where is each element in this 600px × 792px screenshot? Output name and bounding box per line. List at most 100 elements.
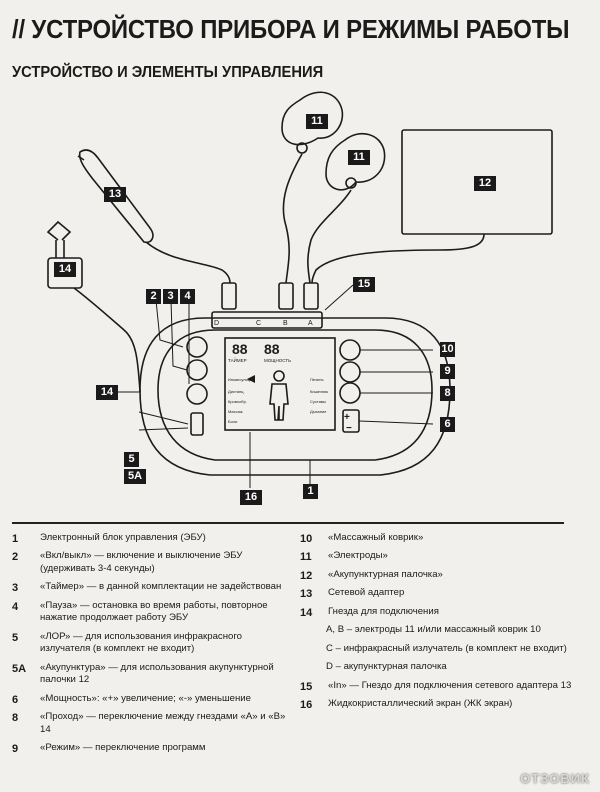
- legend-number: 8: [12, 712, 19, 725]
- callout-14: 15: [353, 277, 375, 292]
- callout-11-upper: 11: [306, 114, 328, 129]
- legend-text: «Таймер» — в данной комплектации не заде…: [40, 581, 282, 593]
- legend-text: «Вкл/выкл» — включение и выключение ЭБУ …: [40, 550, 243, 574]
- socket-label-b: B: [283, 320, 288, 327]
- acupuncture-stick: [78, 149, 154, 244]
- legend-item: 8«Проход» — переключение между гнездами …: [12, 711, 292, 736]
- callout-5: 5: [124, 452, 139, 467]
- legend-number: 3: [12, 582, 19, 595]
- legend-item: 15 «In» — Гнездо для подключения сетевого…: [300, 679, 575, 693]
- legend-number: 16: [300, 699, 313, 712]
- legend-number: 12: [300, 569, 313, 582]
- callout-5a: 5A: [124, 469, 146, 484]
- callout-10: 12: [474, 176, 496, 191]
- legend-number: 5: [12, 631, 19, 644]
- legend-item: 11«Электроды»: [300, 550, 575, 564]
- svg-text:Кровообр.: Кровообр.: [228, 399, 247, 404]
- svg-text:Суставы: Суставы: [310, 399, 326, 404]
- callout-8: 9: [440, 364, 455, 379]
- legend-text: А, В – электроды 11 и/или массажный ковр…: [326, 624, 541, 636]
- legend-item: А, В – электроды 11 и/или массажный ковр…: [300, 624, 575, 636]
- power-adapter: [47, 257, 83, 289]
- pass-button: [339, 361, 361, 383]
- legend-text: Электронный блок управления (ЭБУ): [40, 532, 206, 543]
- socket-label-d: D: [214, 320, 219, 327]
- svg-text:Дыхание: Дыхание: [310, 409, 327, 414]
- legend-number: 15: [300, 680, 313, 693]
- legend-text: «Мощность»: «+» увеличение; «-» уменьшен…: [40, 692, 251, 704]
- legend-number: 6: [12, 693, 19, 706]
- callout-9: 10: [440, 342, 455, 357]
- callout-2: 2: [146, 289, 161, 304]
- legend-item: 5 «ЛОР» — для использования инфракрасного…: [12, 631, 292, 656]
- legend-item: 4«Пауза» — остановка во время работы, по…: [12, 600, 292, 625]
- callout-11-lower: 11: [348, 150, 370, 165]
- callout-4: 4: [180, 289, 195, 304]
- legend-text: Гнезда для подключения: [328, 605, 439, 617]
- section-subtitle: УСТРОЙСТВО И ЭЛЕМЕНТЫ УПРАВЛЕНИЯ: [12, 64, 324, 81]
- timer-button: [186, 359, 208, 381]
- legend-left-column: 1 Электронный блок управления (ЭБУ) 2 «Вкл/…: [12, 532, 292, 761]
- legend-number: 4: [12, 600, 19, 613]
- legend-item: 12 «Акупунктурная палочка»: [300, 568, 575, 582]
- lcd-label-power: МОЩНОСТЬ: [264, 358, 291, 363]
- legend-item: 9 «Режим» — переключение программ: [12, 742, 292, 756]
- control-unit-faceplate: [157, 329, 433, 461]
- section-divider: [12, 522, 564, 524]
- legend-number: 10: [300, 533, 313, 545]
- legend-text: «Режим» — переключение программ: [40, 742, 206, 754]
- callout-3: 3: [163, 289, 178, 304]
- callout-1: 1: [303, 484, 318, 499]
- legend-item: С – инфракрасный излучатель (в комплект …: [300, 643, 575, 655]
- massage-mat: [401, 129, 553, 235]
- legend-text: Жидкокристаллический экран (ЖК экран): [328, 698, 513, 710]
- pause-button: [186, 383, 208, 405]
- callout-13: 14: [54, 262, 76, 277]
- power-button: [186, 336, 208, 358]
- mode-button: [339, 339, 361, 361]
- socket-label-c: C: [256, 320, 261, 327]
- watermark: ОТЗОВИК: [520, 771, 590, 786]
- power-digits: 88: [264, 341, 280, 357]
- legend-item: 13 Сетевой адаптер: [300, 587, 575, 601]
- legend-item: D – акупунктурная палочка: [300, 661, 575, 673]
- callout-16: 16: [240, 490, 262, 505]
- callout-15: 14: [96, 385, 118, 400]
- socket-label-a: A: [308, 320, 313, 327]
- legend-text: Сетевой адаптер: [328, 587, 405, 599]
- legend-text: С – инфракрасный излучатель (в комплект …: [326, 642, 567, 654]
- svg-text:Массаж: Массаж: [228, 409, 243, 414]
- page-title: // УСТРОЙСТВО ПРИБОРА И РЕЖИМЫ РАБОТЫ: [12, 14, 570, 44]
- legend-number: 9: [12, 743, 19, 756]
- legend-number: 1: [12, 533, 19, 545]
- timer-digits: 88: [232, 341, 248, 357]
- callout-6: 6: [440, 417, 455, 432]
- svg-text:Дистанц.: Дистанц.: [228, 389, 245, 394]
- legend-right-column: 10 «Массажный коврик» 11«Электроды» 12 «Акуп…: [300, 532, 575, 717]
- callout-12: 13: [104, 187, 126, 202]
- svg-text:+: +: [344, 412, 350, 423]
- electrode-pad-upper: [281, 91, 344, 146]
- legend-text: «Акупунктурная палочка»: [328, 568, 443, 580]
- legend-text: «In» — Гнездо для подключения сетевого а…: [328, 679, 572, 691]
- legend-text: «ЛОР» — для использования инфракрасного …: [40, 630, 242, 655]
- legend-text: D – акупунктурная палочка: [326, 661, 447, 673]
- svg-text:Инкапсуляция: Инкапсуляция: [228, 377, 254, 382]
- in-button: [339, 382, 361, 404]
- legend-text: «Массажный коврик»: [328, 532, 424, 543]
- svg-text:−: −: [346, 423, 352, 434]
- legend-number: 2: [12, 551, 19, 564]
- legend-item: 2 «Вкл/выкл» — включение и выключение ЭБУ…: [12, 550, 292, 575]
- legend-item: 16 Жидкокристаллический экран (ЖК экран): [300, 698, 575, 712]
- svg-text:Боли: Боли: [228, 419, 237, 424]
- legend-number: 14: [300, 606, 313, 619]
- legend-text: «Акупунктура» — для использования акупун…: [40, 661, 274, 686]
- legend-item: 1 Электронный блок управления (ЭБУ): [12, 532, 292, 545]
- legend-item: 3 «Таймер» — в данной комплектации не зад…: [12, 581, 292, 595]
- svg-text:Кишечник: Кишечник: [310, 389, 328, 394]
- legend-item: 5A«Акупунктура» — для использования акуп…: [12, 662, 292, 687]
- legend-number: 11: [300, 551, 312, 564]
- lcd-label-timer: ТАЙМЕР: [228, 356, 247, 363]
- callout-7: 8: [440, 386, 455, 401]
- legend-number: 13: [300, 588, 313, 601]
